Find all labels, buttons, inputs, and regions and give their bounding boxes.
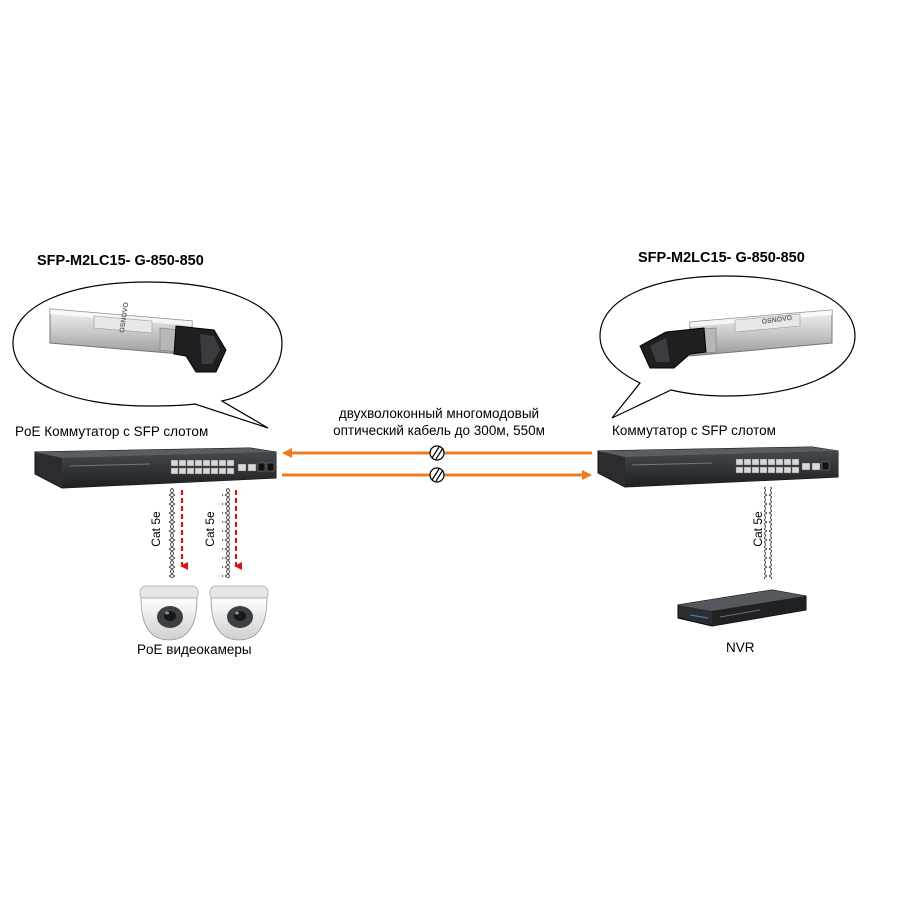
dome-camera-icon [139, 585, 199, 641]
right-module-title: SFP-M2LC15- G-850-850 [638, 250, 805, 266]
right-sfp-brand: OSNOVO [761, 315, 793, 326]
left-switch-label: PoE Коммутатор с SFP слотом [15, 424, 209, 439]
fiber-description-line1: двухволоконный многомодовый [338, 406, 540, 421]
right-sfp-module-icon [639, 309, 833, 369]
left-cable-label-1: Cat 5e [149, 511, 163, 547]
fiber-description: двухволоконный многомодовый оптический к… [299, 405, 579, 439]
left-sfp-module-icon [49, 308, 227, 373]
cable-break-icon [429, 445, 445, 483]
right-cat5e-cable [764, 487, 772, 579]
left-sfp-bubble [12, 281, 283, 429]
left-cable-label-2: Cat 5e [203, 511, 217, 547]
right-switch-label: Коммутатор с SFP слотом [612, 423, 776, 438]
right-cable-label: Cat 5e [751, 511, 765, 547]
left-cat5e-cables [168, 488, 242, 578]
left-switch-icon [34, 447, 277, 489]
right-switch-icon [597, 446, 839, 488]
cameras-label: PoE видеокамеры [137, 642, 252, 657]
dome-camera-icon [209, 585, 269, 641]
fiber-description-line2: оптический кабель до 300м, 550м [333, 423, 545, 438]
nvr-icon [677, 589, 807, 627]
left-sfp-brand: OSNOVO [119, 301, 130, 333]
nvr-label: NVR [726, 640, 755, 655]
left-module-title: SFP-M2LC15- G-850-850 [37, 253, 204, 269]
